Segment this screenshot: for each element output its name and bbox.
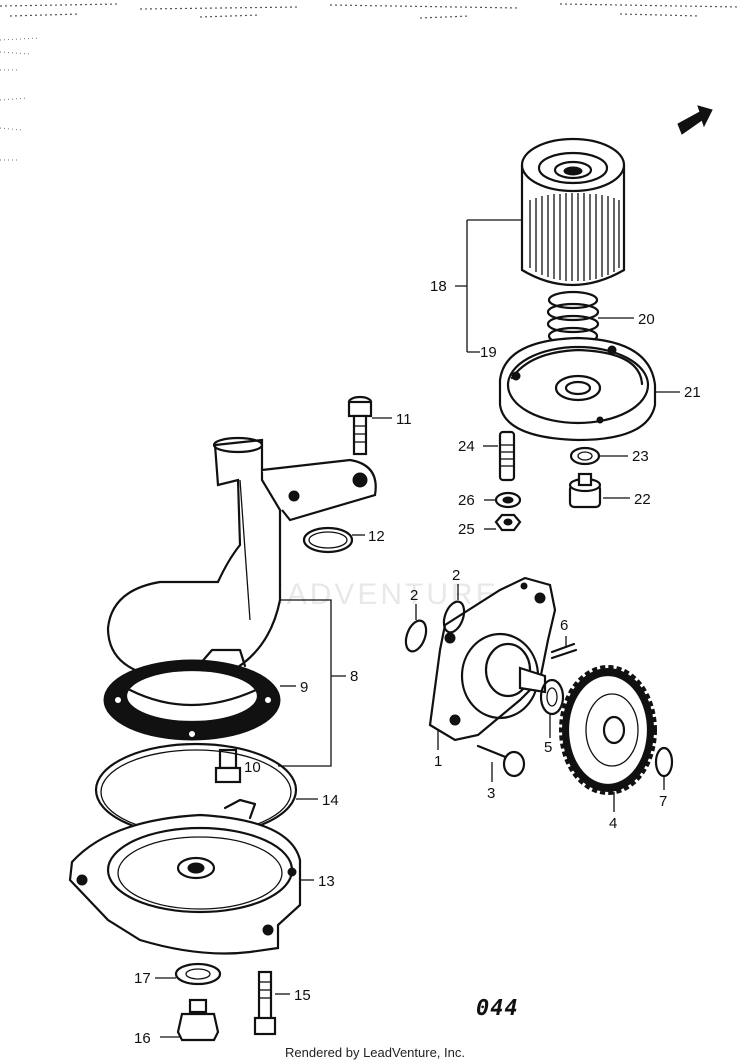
callout-9: 9 [300,679,308,696]
filter-cover [498,336,657,442]
leader-lines [155,219,680,1038]
callout-1: 1 [434,753,442,770]
callout-24: 24 [458,438,475,455]
pin-6 [550,642,578,660]
callout-23: 23 [632,448,649,465]
callout-15: 15 [294,987,311,1004]
callout-10: 10 [244,759,261,776]
circlip-7 [654,746,674,778]
o-ring-2a [404,619,428,653]
render-credit: Rendered by LeadVenture, Inc. [285,1045,465,1060]
callout-4: 4 [609,815,617,832]
nut-25 [494,513,522,532]
callout-7: 7 [659,793,667,810]
bolt-11 [347,395,373,456]
o-ring-12 [302,526,354,554]
callout-2a: 2 [410,587,418,604]
callout-6: 6 [560,617,568,634]
callout-21: 21 [684,384,701,401]
drain-plug-16 [176,998,220,1042]
bolt-22 [568,472,602,509]
washer-5 [539,678,565,716]
callout-22: 22 [634,491,651,508]
screw-3 [476,744,526,778]
front-arrow-icon [677,105,713,135]
callout-labels: 18 20 19 21 24 23 26 22 25 11 12 8 9 10 … [134,278,701,1047]
pump-drive-gear [559,665,657,795]
callout-13: 13 [318,873,335,890]
callout-26: 26 [458,492,475,509]
o-ring-2b [442,600,466,634]
callout-12: 12 [368,528,385,545]
bolt-10 [214,748,242,784]
washer-17 [174,962,222,986]
callout-19: 19 [480,344,497,361]
callout-25: 25 [458,521,475,538]
oil-filter-element [520,137,626,286]
stud-bolt [498,430,516,482]
watermark-text: LEADVENTURE [244,578,499,611]
scan-noise [0,0,750,161]
callout-16: 16 [134,1030,151,1047]
callout-14: 14 [322,792,339,809]
callout-17: 17 [134,970,151,987]
callout-8: 8 [350,668,358,685]
callout-3: 3 [487,785,495,802]
callout-5: 5 [544,739,552,756]
oil-pan [68,798,302,955]
callout-18: 18 [430,278,447,295]
callout-20: 20 [638,311,655,328]
oil-strainer-pipe [106,436,377,674]
washer-26 [494,491,522,509]
callout-11: 11 [396,411,412,428]
callout-2b: 2 [452,567,460,584]
o-ring-23 [569,446,601,466]
strainer-screen [103,659,281,741]
bolt-15 [253,970,277,1036]
oil-pump-body [428,576,557,742]
diagram-code: 044 [476,996,519,1021]
